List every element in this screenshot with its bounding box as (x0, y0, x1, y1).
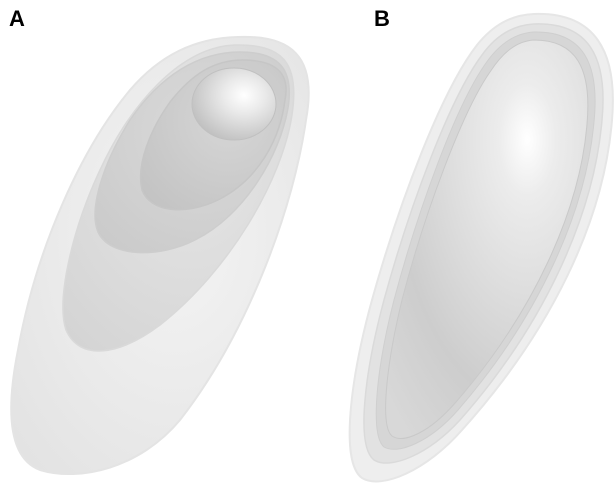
panel-b: B (312, 0, 614, 486)
egg-shell-illustration (312, 0, 614, 486)
shell-core (192, 68, 276, 140)
nested-shells-illustration (0, 0, 310, 486)
panel-a: A (0, 0, 310, 486)
